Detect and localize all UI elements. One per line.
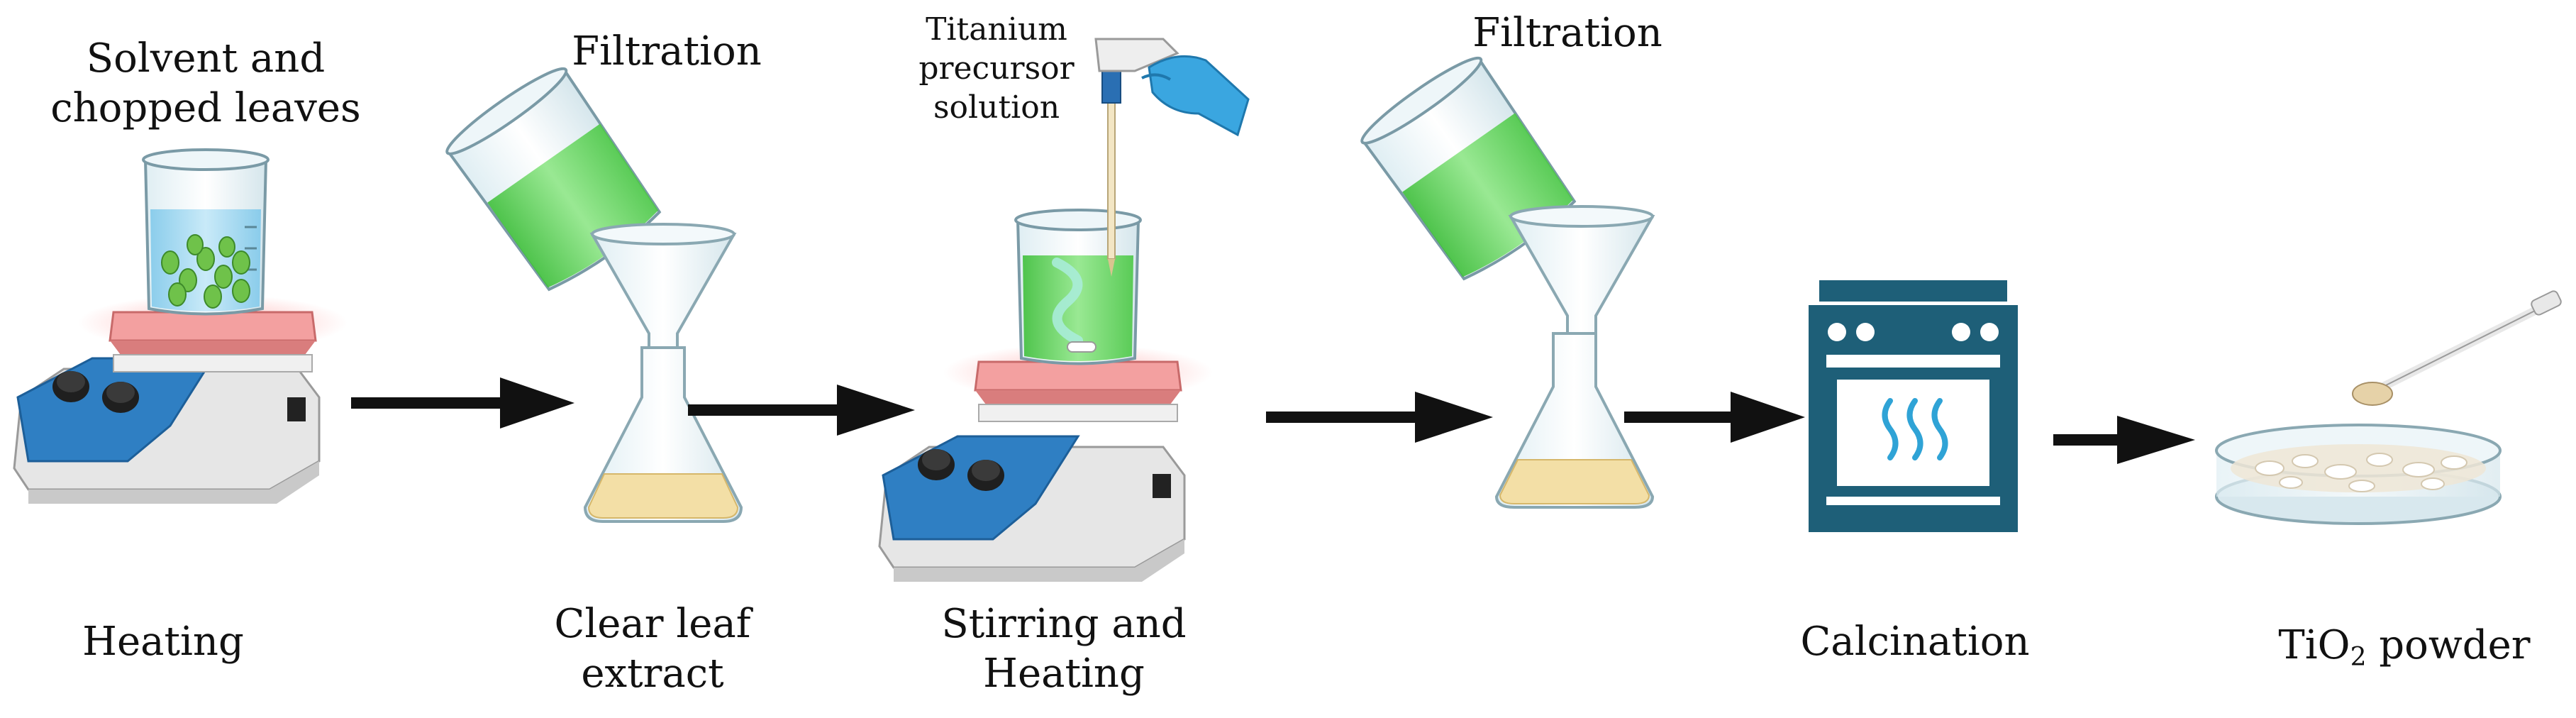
funnel-icon <box>589 223 737 370</box>
step6-bottom-label-subscript: 2 <box>2350 643 2367 672</box>
step2-bottom-label-line1: Clear leaf <box>554 601 751 647</box>
hotplate-icon <box>878 344 1213 582</box>
step6-bottom-label-prefix: TiO <box>2278 622 2350 668</box>
hotplate-icon <box>13 294 348 504</box>
step3-bottom-label-line1: Stirring and <box>941 601 1187 647</box>
step4-top-label: Filtration <box>1472 10 1662 56</box>
arrow-icon <box>688 385 915 436</box>
step1-bottom-label: Heating <box>82 619 244 665</box>
arrow-icon <box>351 377 574 429</box>
spatula-icon <box>2352 290 2562 406</box>
step1-top-label-line1: Solvent and <box>86 35 326 82</box>
arrow-icon <box>2053 416 2195 464</box>
step2-top-label: Filtration <box>572 28 762 74</box>
erlenmeyer-flask-icon <box>1494 332 1655 509</box>
step5-bottom-label: Calcination <box>1800 619 2030 665</box>
arrow-icon <box>1266 392 1493 443</box>
step1-top-label-line2: chopped leaves <box>50 85 361 131</box>
step6-bottom-label-suffix: powder <box>2366 622 2531 668</box>
petri-dish-icon <box>2215 424 2502 525</box>
funnel-icon <box>1508 205 1655 353</box>
oven-icon <box>1809 280 2018 532</box>
pipette-icon <box>1094 38 1179 277</box>
step3-top-label: Titanium precursor solution <box>908 10 1085 127</box>
step3-top-label-line3: solution <box>933 89 1060 126</box>
erlenmeyer-flask-icon <box>583 346 743 523</box>
step3-top-label-line1: Titanium <box>926 11 1067 48</box>
step3-top-label-line2: precursor <box>918 50 1075 87</box>
heat-waves-icon <box>1882 398 1948 460</box>
step1-top-label: Solvent and chopped leaves <box>28 34 383 133</box>
arrow-icon <box>1624 392 1805 443</box>
step3-bottom-label: Stirring and Heating <box>936 600 1192 699</box>
step2-bottom-label: Clear leaf extract <box>539 600 766 699</box>
glove-icon <box>1141 55 1250 137</box>
leaf-icon <box>161 234 250 309</box>
step6-bottom-label: TiO2 powder <box>2263 621 2546 673</box>
step2-bottom-label-line2: extract <box>581 651 724 697</box>
step3-bottom-label-line2: Heating <box>983 651 1145 697</box>
beaker-icon <box>1014 209 1142 365</box>
